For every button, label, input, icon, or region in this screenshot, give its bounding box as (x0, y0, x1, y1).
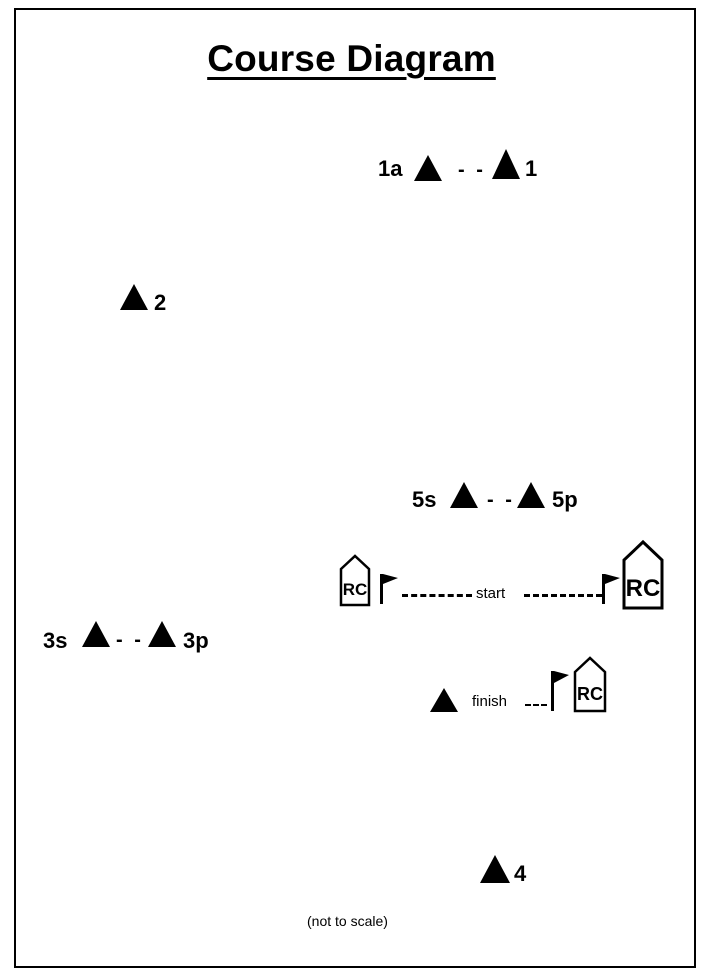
scale-note: (not to scale) (307, 913, 388, 929)
start-flag-right-icon (602, 574, 620, 604)
start-line-left-segment (402, 594, 472, 597)
committee-boat-right-label: RC (626, 575, 661, 602)
mark-3s-icon (82, 621, 110, 647)
start-label: start (476, 585, 506, 602)
mark-4-label: 4 (514, 861, 527, 886)
start-line-right-segment (524, 594, 602, 597)
committee-boat-finish-label: RC (577, 684, 603, 704)
mark-3-gate-line: - - (116, 629, 144, 651)
finish-mark-icon (430, 688, 458, 712)
mark-5-gate-line: - - (487, 489, 515, 511)
committee-boat-left-icon: RC (339, 554, 371, 607)
mark-1-label: 1 (525, 156, 538, 181)
mark-2-label: 2 (154, 290, 167, 315)
finish-flag-icon (551, 671, 569, 711)
mark-5p-label: 5p (552, 487, 578, 512)
mark-1-icon (492, 149, 520, 179)
mark-1a-icon (414, 155, 442, 181)
mark-5s-icon (450, 482, 478, 508)
mark-1a-label: 1a (378, 156, 403, 181)
mark-3p-icon (148, 621, 176, 647)
start-flag-left-icon (380, 574, 398, 604)
committee-boat-left-label: RC (343, 580, 368, 599)
mark-5s-label: 5s (412, 487, 437, 512)
mark-2-icon (120, 284, 148, 310)
mark-4-icon (480, 855, 510, 883)
finish-label: finish (472, 693, 508, 710)
committee-boat-finish-icon: RC (573, 656, 607, 713)
mark-5p-icon (517, 482, 545, 508)
mark-1-gate-line: - - (458, 159, 486, 181)
finish-line-segment (525, 704, 547, 706)
committee-boat-right-icon: RC (622, 539, 664, 610)
diagram-frame (14, 8, 696, 968)
mark-3s-label: 3s (43, 628, 68, 653)
page-title: Course Diagram (207, 38, 496, 79)
mark-3p-label: 3p (183, 628, 209, 653)
